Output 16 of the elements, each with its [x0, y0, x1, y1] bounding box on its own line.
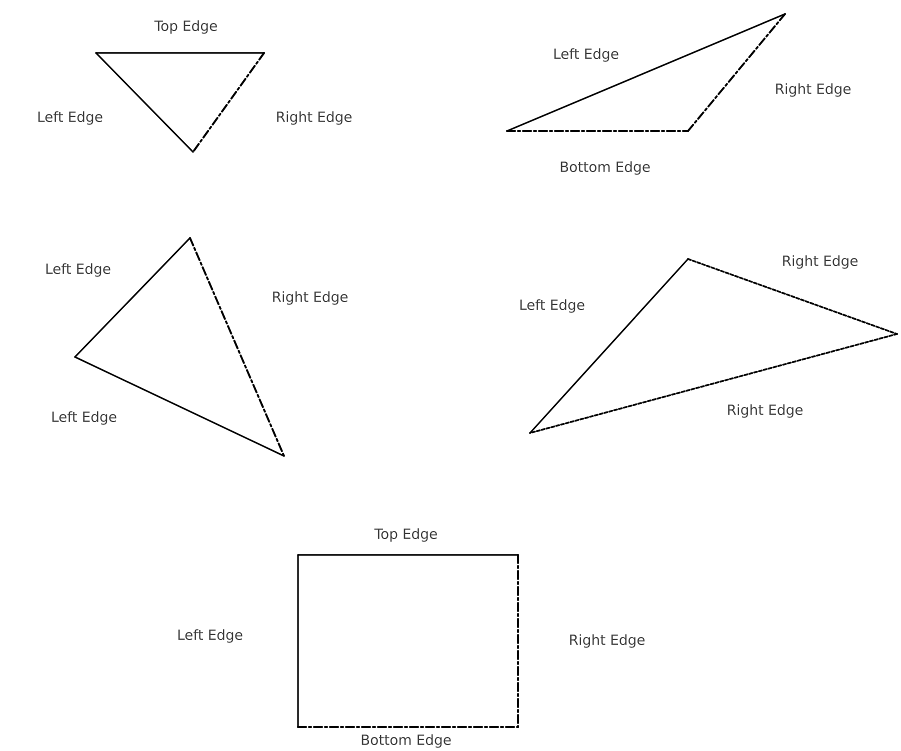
- side-label: Left Edge: [46, 263, 110, 277]
- side-label: Right Edge: [728, 404, 803, 418]
- side-label: Right Edge: [776, 83, 851, 97]
- side-label: Right Edge: [277, 111, 352, 125]
- side-label: Bottom Edge: [362, 734, 451, 748]
- side-label: Right Edge: [783, 255, 858, 269]
- side-label: Top Edge: [374, 528, 437, 542]
- side-label: Right Edge: [570, 634, 645, 648]
- side-label: Right Edge: [273, 291, 348, 305]
- side-label: Top Edge: [154, 20, 217, 34]
- side-label: Left Edge: [52, 411, 116, 425]
- side-label: Left Edge: [520, 299, 584, 313]
- side-label: Bottom Edge: [560, 161, 650, 175]
- side-label: Left Edge: [554, 48, 618, 62]
- side-label: Left Edge: [38, 111, 102, 125]
- side-label: Left Edge: [178, 629, 242, 643]
